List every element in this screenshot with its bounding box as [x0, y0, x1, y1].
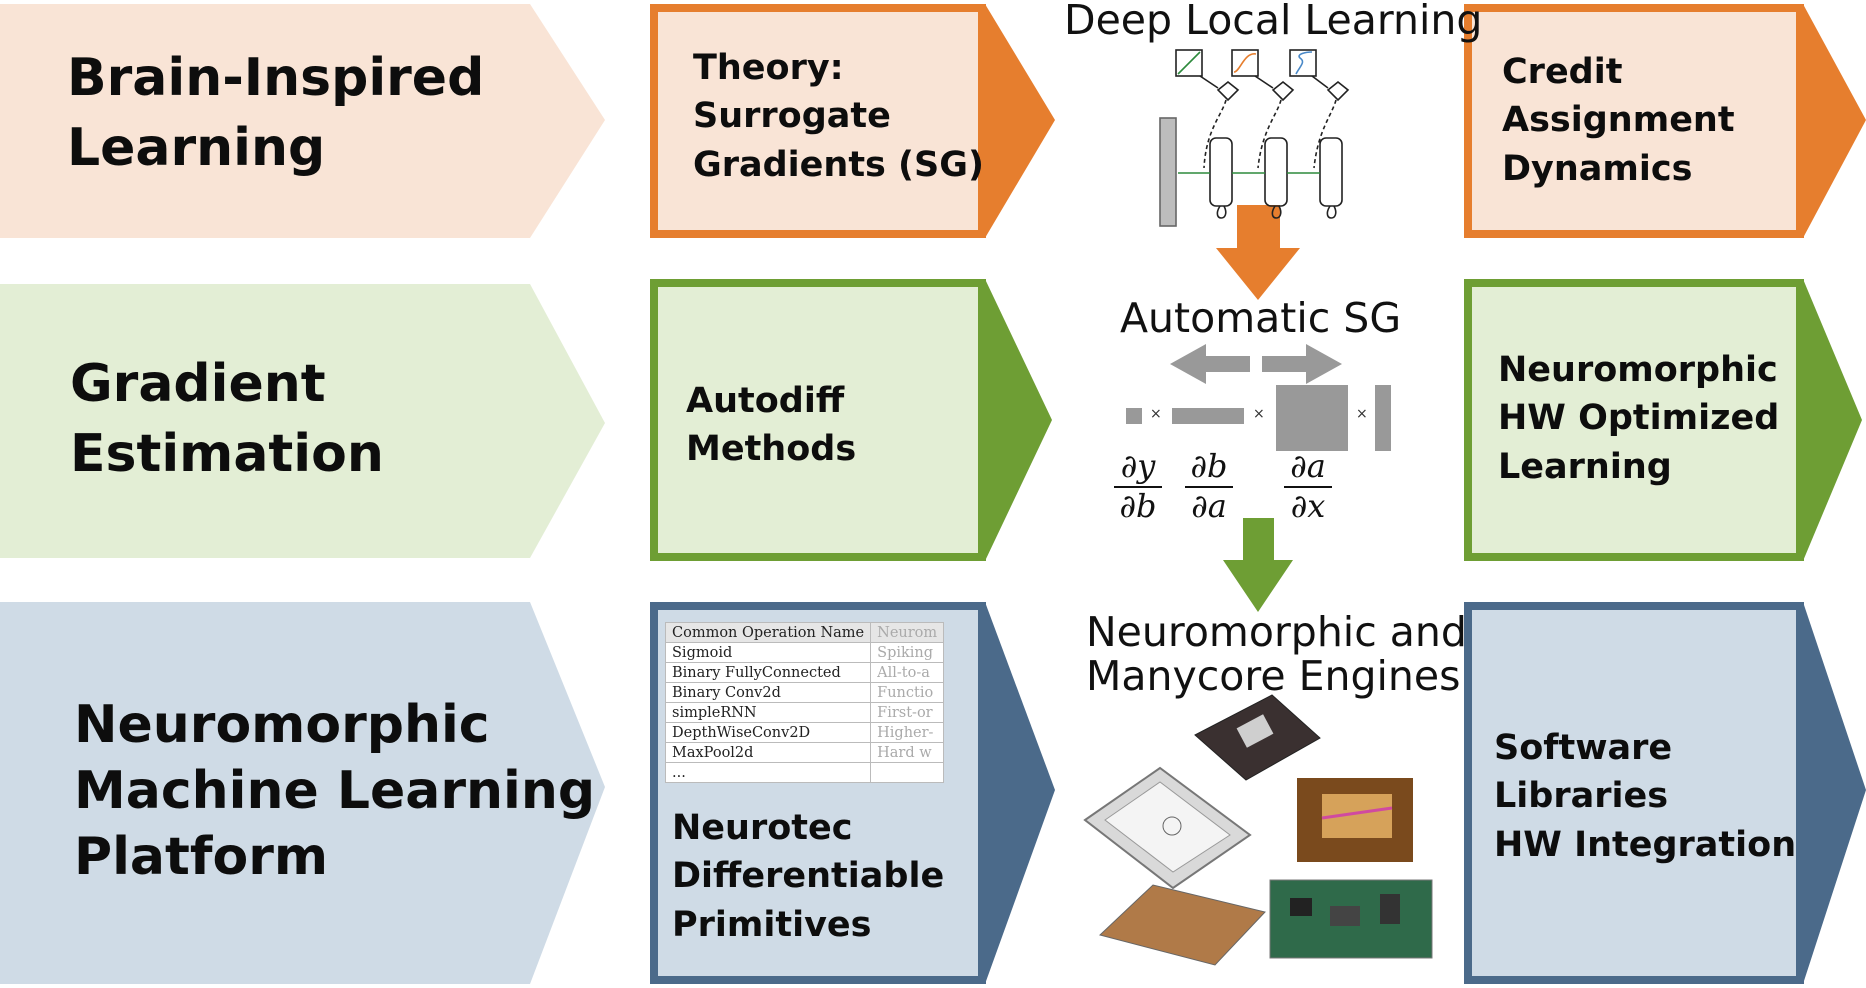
right-box-1-text: Credit Assignment Dynamics: [1502, 48, 1735, 193]
box-line: Dynamics: [1502, 148, 1693, 189]
box-line: Differentiable: [672, 856, 945, 897]
category-line: Neuromorphic: [74, 695, 490, 755]
left-box-2: [650, 279, 1052, 561]
table-cell: Higher-: [870, 722, 945, 743]
table-cell: MaxPool2d: [664, 742, 872, 763]
fraction-denominator: ∂x: [1290, 486, 1326, 525]
box-line: Theory:: [693, 48, 844, 88]
category-chevron-3: [0, 602, 605, 984]
center-title-automatic-sg: Automatic SG: [1120, 294, 1402, 342]
table-cell: ...: [664, 762, 872, 783]
table-cell: Spiking: [870, 642, 945, 663]
fraction-numerator: ∂a: [1290, 447, 1326, 485]
box-line: Neuromorphic: [1498, 350, 1778, 390]
fraction-denominator: ∂b: [1119, 486, 1157, 525]
table-row: ...: [664, 762, 945, 783]
down-arrow-green: [1223, 518, 1293, 612]
fraction-numerator: ∂y: [1120, 447, 1156, 485]
table-cell: Sigmoid: [664, 642, 872, 663]
fraction-bar: [1185, 485, 1233, 488]
table-cell: Hard w: [870, 742, 945, 763]
category-line: Estimation: [70, 423, 384, 484]
multiply-sign: ×: [1253, 406, 1265, 422]
fraction-bar: [1284, 485, 1332, 488]
category-line: Platform: [74, 827, 329, 888]
box-line: Methods: [686, 429, 857, 470]
fraction-dy-db: ∂y ∂b: [1114, 447, 1162, 525]
category-line: Learning: [67, 117, 326, 178]
table-cell: Functio: [870, 682, 945, 703]
category-label-1: Brain-Inspired Learning: [67, 44, 484, 183]
category-chevron-1: [0, 4, 605, 238]
fraction-bar: [1114, 485, 1162, 488]
category-line: Gradient: [70, 354, 326, 414]
table-header-row: Common Operation Name Neurom: [664, 622, 945, 643]
fraction-denominator: ∂a: [1191, 486, 1227, 525]
category-line: Machine Learning: [74, 761, 596, 822]
left-box-3-text: Neurotec Differentiable Primitives: [672, 804, 944, 949]
table-cell: DepthWiseConv2D: [664, 722, 872, 743]
center-title-engines: Neuromorphic and Manycore Engines: [1086, 610, 1467, 699]
box-line: Assignment: [1502, 100, 1735, 141]
box-line: Autodiff: [686, 381, 845, 421]
table-cell: [870, 762, 945, 783]
box-line: HW Optimized: [1498, 398, 1780, 439]
left-box-1-text: Theory: Surrogate Gradients (SG): [693, 44, 984, 189]
box-line: Neurotec: [672, 808, 853, 848]
neuron-layer-icon: [1209, 137, 1343, 207]
box-line: Primitives: [672, 904, 872, 945]
box-line: Surrogate: [693, 96, 891, 137]
multiply-sign: ×: [1150, 406, 1162, 422]
table-header: Neurom: [870, 622, 945, 643]
fraction-numerator: ∂b: [1190, 447, 1228, 485]
box-line: Gradients (SG): [693, 144, 984, 185]
fraction-db-da: ∂b ∂a: [1185, 447, 1233, 525]
table-cell: Binary Conv2d: [664, 682, 872, 703]
box-line: HW Integration: [1494, 824, 1797, 865]
table-cell: All-to-a: [870, 662, 945, 683]
right-box-3: [1464, 602, 1866, 984]
category-chevron-2: [0, 284, 605, 558]
title-line: Manycore Engines: [1086, 652, 1461, 701]
chip-icon: [1083, 694, 1433, 966]
right-box-2-text: Neuromorphic HW Optimized Learning: [1498, 346, 1779, 491]
box-line: Software: [1494, 728, 1673, 768]
box-line: Learning: [1498, 446, 1672, 487]
down-arrow-orange: [1216, 205, 1300, 300]
spike-raster-icon: [1159, 117, 1177, 227]
left-box-1: [650, 4, 1055, 238]
fraction-da-dx: ∂a ∂x: [1284, 447, 1332, 525]
right-box-3-text: Software Libraries HW Integration: [1494, 724, 1796, 869]
table-cell: simpleRNN: [664, 702, 872, 723]
center-title-deep-local-learning: Deep Local Learning: [1064, 0, 1483, 44]
title-line: Neuromorphic and: [1086, 608, 1467, 656]
box-line: Credit: [1502, 52, 1623, 92]
right-box-1: [1464, 4, 1866, 238]
category-line: Brain-Inspired: [67, 48, 485, 108]
table-header: Common Operation Name: [664, 622, 872, 643]
box-line: Libraries: [1494, 776, 1669, 817]
table-cell: Binary FullyConnected: [664, 662, 872, 683]
right-box-2: [1464, 279, 1862, 561]
left-box-2-text: Autodiff Methods: [686, 377, 856, 474]
category-label-2: Gradient Estimation: [70, 350, 384, 489]
deep-local-learning-icon: [1159, 49, 1350, 227]
table-cell: First-or: [870, 702, 945, 723]
surrogate-plot-icon: [1175, 49, 1317, 77]
automatic-sg-icon: [1126, 344, 1391, 451]
category-label-3: Neuromorphic Machine Learning Platform: [74, 692, 595, 890]
multiply-sign: ×: [1356, 406, 1368, 422]
